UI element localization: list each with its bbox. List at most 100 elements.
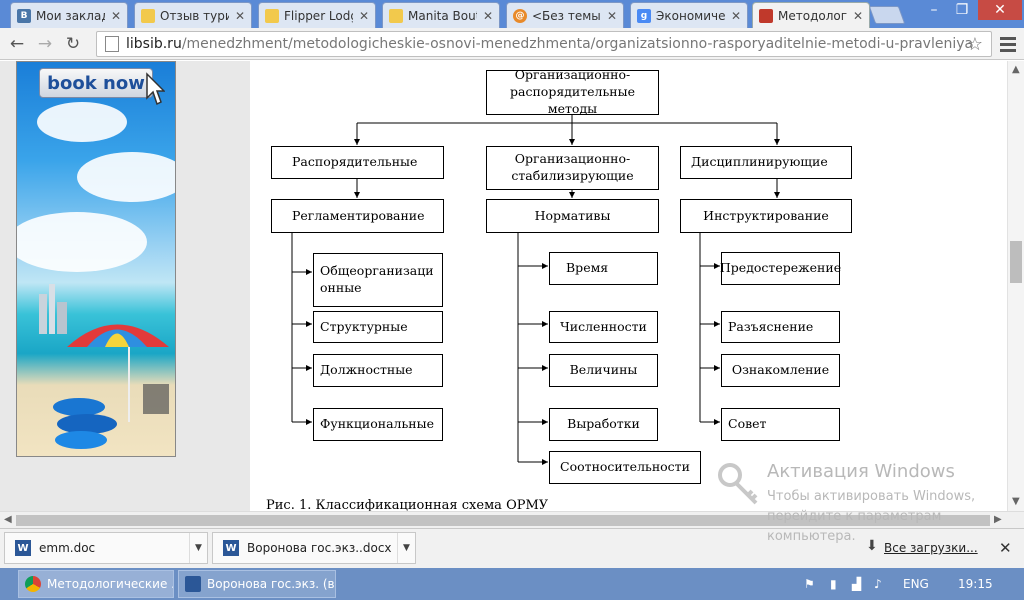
scroll-left-icon[interactable]: ◀ [4, 514, 12, 525]
url-host: libsib.ru [126, 36, 182, 52]
branch-title: Дисциплинирующие [680, 146, 852, 179]
close-icon[interactable]: ✕ [606, 8, 617, 23]
taskbar-item-word[interactable]: Воронова гос.экз. (в... [178, 570, 336, 598]
beach-illustration [39, 284, 169, 449]
page-viewport: book now [0, 61, 1007, 511]
tab-title: Отзыв туристов [160, 8, 229, 23]
word-doc-icon: W [15, 540, 31, 556]
tab-title: <Без темы> [532, 8, 601, 23]
scroll-right-icon[interactable]: ▶ [994, 514, 1002, 525]
doc-icon [389, 8, 403, 23]
leaf-node: Величины [549, 354, 658, 387]
tab-reviews[interactable]: Отзыв туристов ✕ [134, 2, 252, 28]
forward-icon[interactable]: → [37, 34, 53, 54]
vertical-scrollbar[interactable]: ▲ ▼ [1007, 61, 1024, 511]
chrome-icon [25, 576, 41, 592]
branch-title: Распорядительные [271, 146, 444, 179]
reload-icon[interactable]: ↻ [65, 34, 81, 54]
leaf-node: Выработки [549, 408, 658, 441]
doc-icon [141, 8, 155, 23]
url-path: /menedzhment/metodologicheskie-osnovi-me… [181, 36, 974, 52]
tab-title: Экономическое [656, 8, 725, 23]
cursor-icon [146, 72, 165, 106]
close-icon[interactable]: ✕ [999, 539, 1012, 557]
close-icon[interactable]: ✕ [110, 8, 121, 23]
tab-bookmarks[interactable]: B Мои закладки ✕ [10, 2, 128, 28]
branch-child: Регламентирование [271, 199, 444, 233]
book-now-button[interactable]: book now [39, 68, 153, 98]
leaf-node: Должностные [313, 354, 443, 387]
language-indicator[interactable]: ENG [903, 577, 929, 591]
tab-title: Flipper Lodge [284, 8, 353, 23]
back-icon[interactable]: ← [9, 34, 25, 54]
address-bar[interactable]: libsib.ru/menedzhment/metodologicheskie-… [96, 31, 992, 57]
volume-icon[interactable]: ♪ [874, 577, 882, 591]
battery-icon[interactable]: ▮ [830, 577, 837, 591]
leaf-node: Предостережение [720, 252, 841, 285]
leaf-node: Структурные [313, 311, 443, 343]
scroll-up-icon[interactable]: ▲ [1012, 64, 1020, 75]
diagram-root: Организационно-распорядительные методы [486, 67, 659, 116]
download-filename: emm.doc [39, 541, 96, 555]
window-close-button[interactable]: ✕ [978, 0, 1022, 20]
download-filename: Воронова гос.экз..docx [247, 541, 392, 555]
horizontal-scrollbar[interactable]: ◀ ▶ [0, 511, 1024, 528]
figure-caption: Рис. 1. Классификационная схема ОРМУ [266, 498, 549, 511]
diagram-connectors [291, 115, 780, 465]
flag-icon[interactable]: ⚑ [804, 577, 815, 591]
close-icon[interactable]: ✕ [234, 8, 245, 23]
maximize-button[interactable]: ❐ [955, 2, 969, 18]
page-icon [105, 36, 119, 52]
network-icon[interactable]: ▟ [852, 577, 862, 591]
download-arrow-icon: ⬇ [866, 538, 878, 554]
close-icon[interactable]: ✕ [358, 8, 369, 23]
download-item[interactable]: W Воронова гос.экз..docx ▼ [212, 532, 416, 564]
close-icon[interactable]: ✕ [482, 8, 493, 23]
tab-economic[interactable]: g Экономическое ✕ [630, 2, 748, 28]
vertical-scroll-thumb[interactable] [1010, 241, 1022, 283]
leaf-node: Общеорганизационные [313, 253, 443, 307]
classification-diagram: Организационно-распорядительные методы Р… [250, 61, 1007, 511]
download-shelf: W emm.doc ▼ W Воронова гос.экз..docx ▼ ⬇… [0, 528, 1024, 568]
close-icon[interactable]: ✕ [852, 8, 863, 23]
leaf-node: Соотносительности [549, 451, 701, 484]
branch-child: Нормативы [486, 199, 659, 233]
close-icon[interactable]: ✕ [730, 8, 741, 23]
horizontal-scroll-thumb[interactable] [16, 515, 990, 526]
branch-title: Организационно-стабилизирующие [486, 146, 659, 190]
branch-child: Инструктирование [680, 199, 852, 233]
word-icon [185, 576, 201, 592]
menu-icon[interactable] [998, 34, 1018, 54]
ad-banner[interactable]: book now [16, 61, 176, 457]
tab-methodology[interactable]: Методология ✕ [752, 2, 870, 28]
tab-title: Manita Boutique [408, 8, 477, 23]
leaf-node: Функциональные [313, 408, 443, 441]
tab-flipper-lodge[interactable]: Flipper Lodge ✕ [258, 2, 376, 28]
new-tab-button[interactable] [868, 6, 906, 24]
cloud-shape [17, 212, 147, 272]
minimize-button[interactable]: – [930, 2, 938, 18]
leaf-node: Разъяснение [721, 311, 840, 343]
tab-manita-boutique[interactable]: Manita Boutique ✕ [382, 2, 500, 28]
taskbar-item-chrome[interactable]: Методологические ... [18, 570, 174, 598]
chevron-down-icon[interactable]: ▼ [397, 533, 415, 563]
task-label: Воронова гос.экз. (в... [207, 577, 336, 591]
word-doc-icon: W [223, 540, 239, 556]
bookmark-star-icon[interactable]: ☆ [966, 34, 983, 55]
cloud-shape [37, 102, 127, 142]
chevron-down-icon[interactable]: ▼ [189, 533, 207, 563]
taskbar: Методологические ... Воронова гос.экз. (… [0, 568, 1024, 600]
tab-title: Мои закладки [36, 8, 105, 23]
site-icon [759, 8, 773, 23]
cloud-shape [77, 152, 175, 202]
mail-icon: @ [513, 8, 527, 23]
show-all-downloads-link[interactable]: Все загрузки... [884, 541, 978, 555]
download-item[interactable]: W emm.doc ▼ [4, 532, 208, 564]
google-icon: g [637, 8, 651, 23]
tab-title: Методология [778, 8, 847, 23]
tab-strip: B Мои закладки ✕ Отзыв туристов ✕ Flippe… [0, 0, 1024, 28]
scroll-down-icon[interactable]: ▼ [1012, 496, 1020, 507]
tab-no-subject[interactable]: @ <Без темы> ✕ [506, 2, 624, 28]
leaf-node: Численности [549, 311, 658, 343]
clock[interactable]: 19:15 [958, 577, 993, 591]
